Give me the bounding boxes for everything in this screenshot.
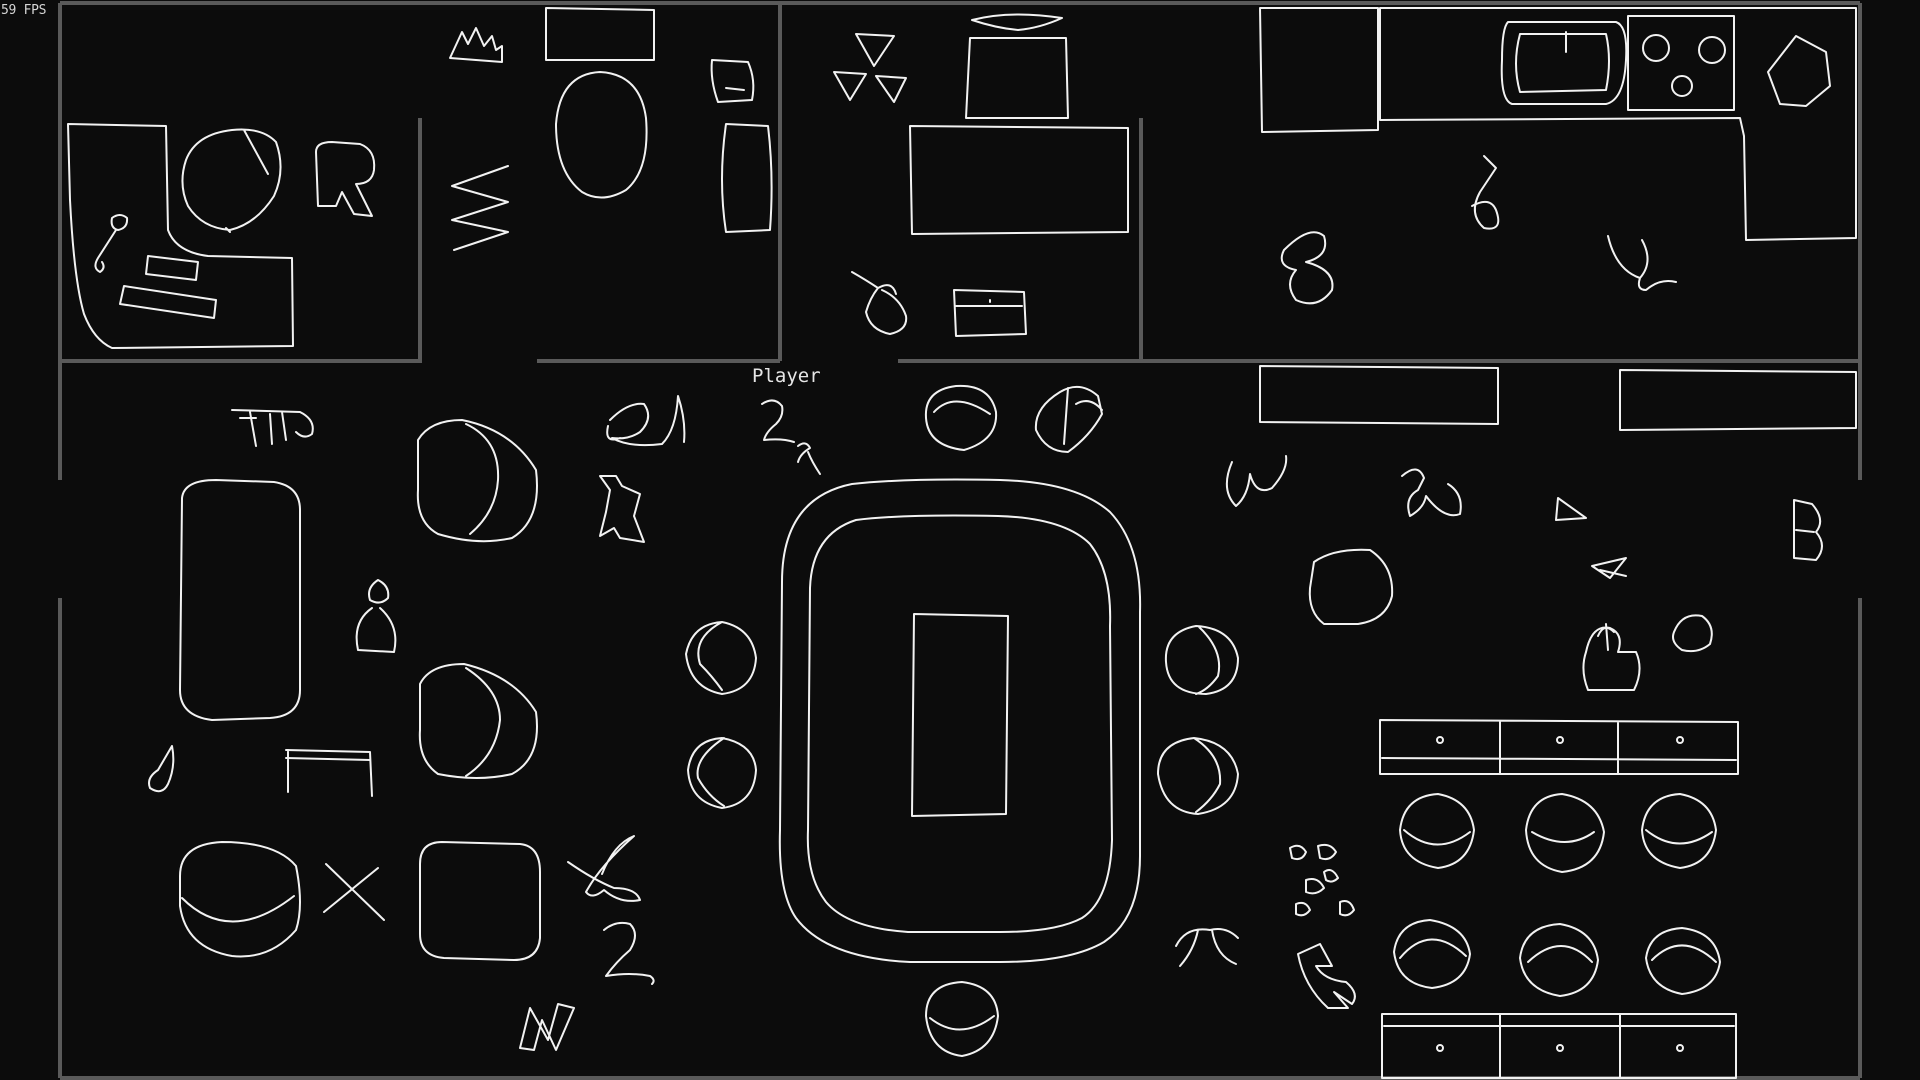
keyboard-box [119, 285, 217, 319]
glyph-lambda-scribble [1401, 468, 1462, 517]
stove-burner-1 [1642, 34, 1670, 62]
guitar-scribble [148, 745, 175, 793]
kitchen-counter [1379, 7, 1857, 241]
armchair-lower [418, 663, 538, 779]
shelf-long-2 [1619, 369, 1857, 431]
chair-right-2 [1157, 737, 1239, 815]
dining-table-inner [806, 514, 1113, 933]
drawer-knob-2 [1556, 736, 1564, 744]
fridge-box [1259, 7, 1379, 133]
glyph-s-scribble [1280, 231, 1334, 305]
stove-frame [1627, 15, 1735, 111]
chair-right-1 [1164, 625, 1239, 695]
triangle-small-1 [1555, 497, 1587, 521]
leaf-scribble-left [567, 835, 641, 902]
flower-scribble [606, 395, 686, 447]
small-drawer [953, 289, 1027, 337]
sofa-long [179, 479, 301, 721]
ring-icon [1672, 614, 1713, 653]
sink-inner [1515, 31, 1610, 93]
glyph-k-scribble [599, 475, 645, 543]
bath-stool [710, 59, 755, 103]
crown-scribble [449, 27, 503, 63]
zigzag-scribble [451, 165, 509, 251]
chair-bottom [925, 981, 999, 1057]
stool-upper-1 [1399, 793, 1475, 869]
sink-outer [1500, 21, 1628, 105]
dining-set [685, 384, 1239, 1057]
armchair-upper [416, 419, 538, 543]
study-table [909, 125, 1129, 235]
office-chair [181, 128, 282, 233]
glyph-r [315, 141, 376, 217]
kitchen-room [1259, 7, 1857, 305]
cabinet-top [965, 37, 1069, 119]
fps-counter: 59 FPS [1, 3, 47, 18]
ottoman-square [419, 841, 541, 961]
desk-lamp [94, 214, 129, 273]
drawer-knob-6 [1676, 1044, 1684, 1052]
glyph-two-scribble [603, 921, 655, 985]
glyph-b-letter [1793, 499, 1823, 561]
armchair-bottom [179, 841, 301, 958]
bath-mat [721, 123, 773, 233]
glyph-pi-scribble [1175, 928, 1239, 967]
right-hall [1225, 365, 1857, 1079]
lamp-stand [231, 409, 314, 447]
triangle-3 [875, 75, 907, 103]
plant-leaves [971, 13, 1063, 31]
arrow-scribble [1297, 943, 1356, 1009]
monitor-box-small [145, 255, 199, 281]
glyph-b-scribble [1471, 155, 1500, 230]
chair-left-1 [685, 621, 757, 695]
stool-lower-2 [1519, 923, 1599, 997]
coffee-bench [285, 749, 373, 797]
toilet-tank [545, 7, 655, 61]
player-name-label: Player [752, 365, 821, 387]
glyph-w-scribble [1225, 455, 1288, 507]
walls [58, 1, 1862, 1080]
drawer-knob-1 [1436, 736, 1444, 744]
stove-burner-2 [1698, 36, 1726, 64]
rock-blob [1308, 548, 1394, 625]
triangle-1 [855, 33, 895, 67]
player-body [761, 399, 795, 443]
glyph-n-scribble [519, 1003, 575, 1051]
x-mark [323, 863, 385, 921]
pebble-cluster [1289, 843, 1355, 917]
main-hall [148, 395, 686, 1051]
stool-upper-2 [1525, 793, 1605, 873]
table-centerpiece [911, 613, 1009, 817]
shelf-long-1 [1259, 365, 1499, 425]
stool-lower-1 [1393, 919, 1471, 989]
stool-lower-3 [1645, 927, 1721, 995]
pentagon-pot [1767, 35, 1831, 107]
drawer-row-upper [1379, 719, 1739, 775]
drawer-row-lower [1381, 1013, 1737, 1079]
player-sprite [761, 399, 821, 475]
player-shadow [797, 442, 821, 475]
stove-burner-3 [1671, 75, 1693, 97]
chair-left-2 [687, 737, 757, 809]
dining-table-outer [778, 478, 1142, 963]
chair-top-1 [924, 384, 998, 451]
person-figure [355, 579, 397, 653]
study-room [833, 13, 1129, 337]
bathroom-room [449, 7, 773, 251]
knot-scribble [851, 271, 908, 335]
stool-upper-3 [1641, 793, 1717, 869]
bag-icon [1582, 623, 1641, 691]
office-room [67, 123, 376, 349]
triangle-small-2 [1591, 557, 1627, 579]
toilet-bowl [555, 71, 648, 199]
triangle-2 [833, 71, 867, 101]
drawer-knob-3 [1676, 736, 1684, 744]
glyph-y-scribble [1607, 235, 1677, 291]
drawer-knob-4 [1436, 1044, 1444, 1052]
l-shaped-desk [67, 123, 294, 349]
drawer-knob-5 [1556, 1044, 1564, 1052]
chair-top-2 [1034, 385, 1103, 453]
